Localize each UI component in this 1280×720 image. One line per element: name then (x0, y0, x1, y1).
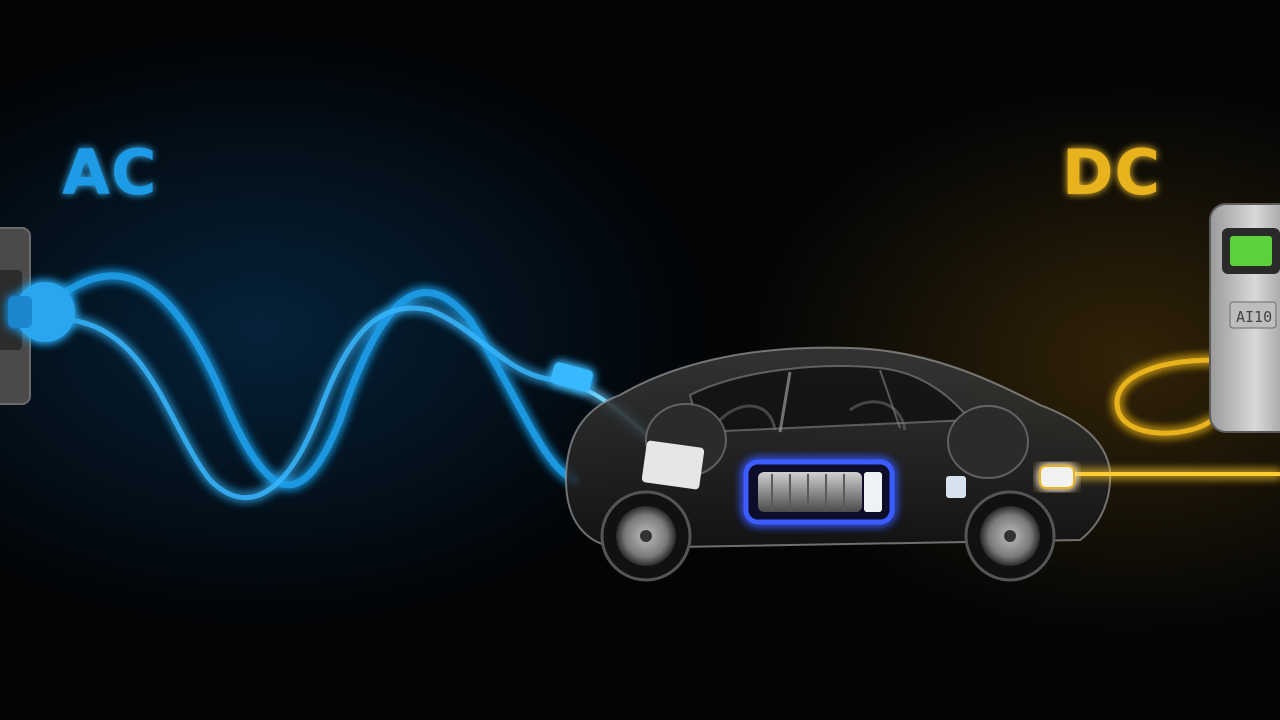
battery-icon (743, 459, 895, 525)
ac-connector-icon (550, 362, 594, 392)
ac-plug-icon (8, 282, 75, 342)
dc-cable (1066, 357, 1280, 476)
dc-connector-icon (1039, 465, 1075, 489)
ac-cable-waveform (51, 272, 654, 501)
front-wheel-icon (600, 490, 692, 582)
rear-wheel-icon (964, 490, 1056, 582)
dc-charging-station-icon (1209, 203, 1280, 433)
dc-title: DC (1062, 136, 1161, 209)
station-plate-text: AI10 (1236, 308, 1272, 326)
electric-car-icon (564, 346, 1112, 550)
ac-title: AC (62, 136, 158, 209)
